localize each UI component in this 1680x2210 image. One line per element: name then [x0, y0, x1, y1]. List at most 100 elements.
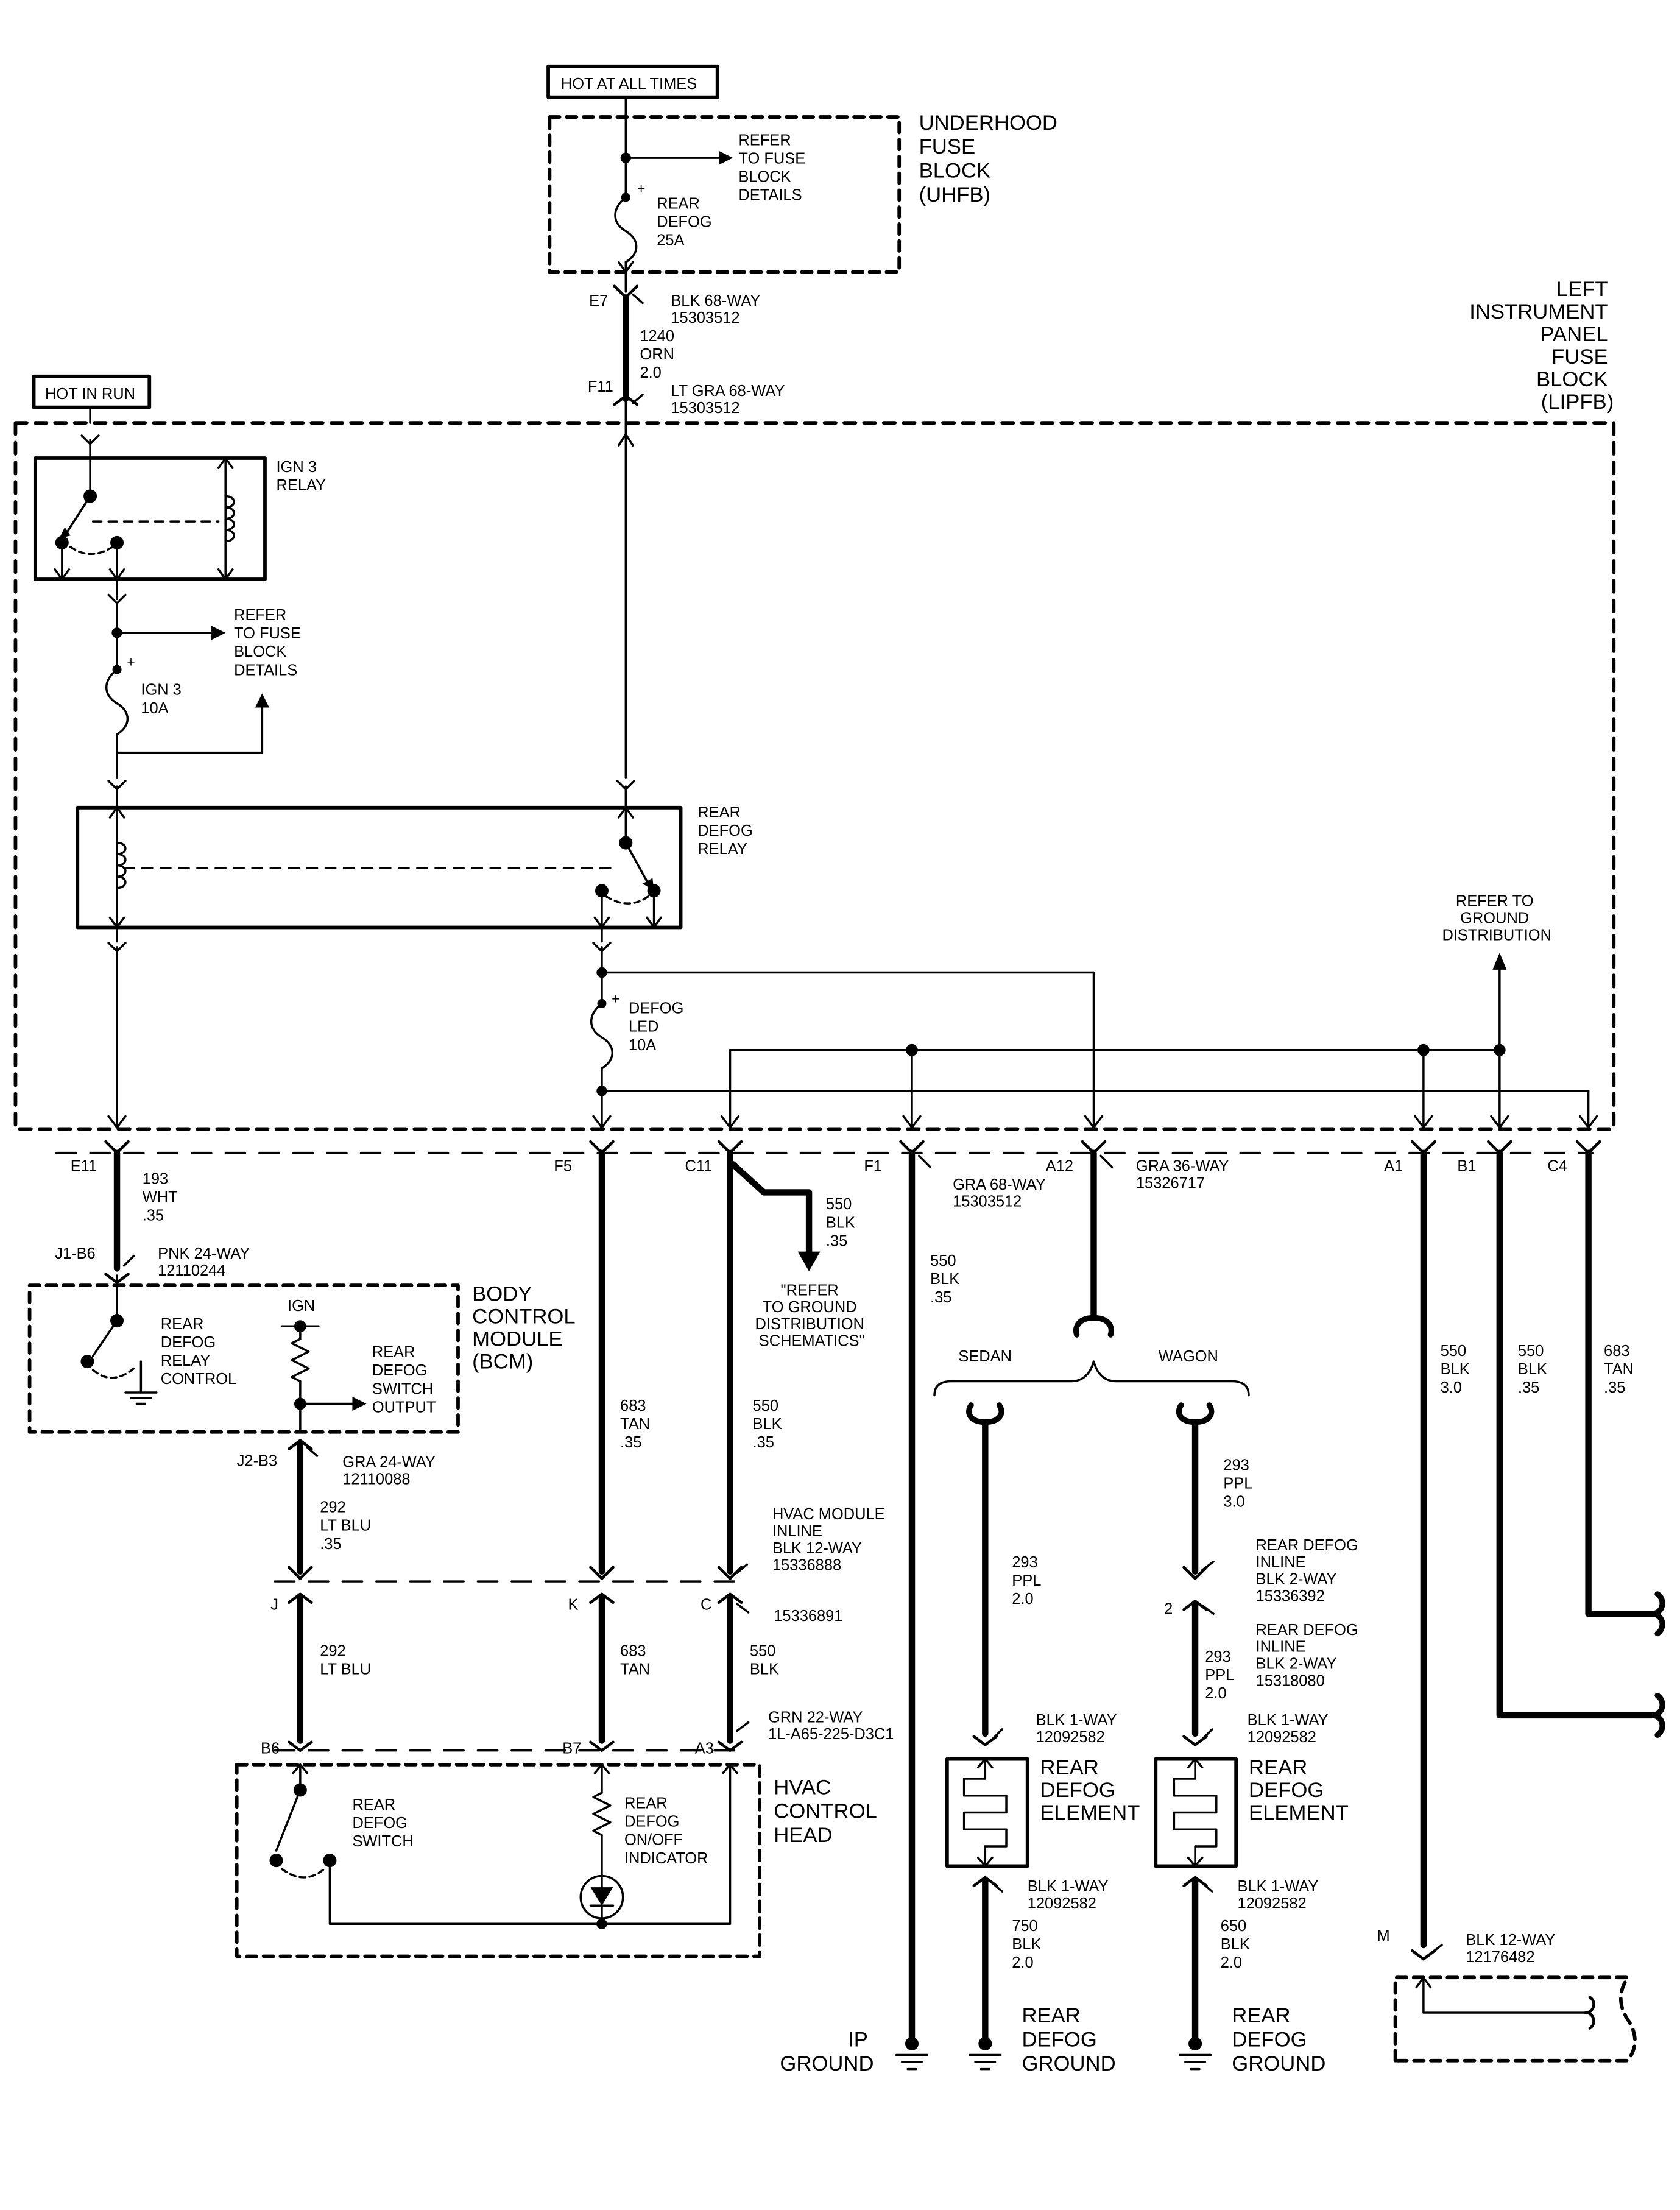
wire-550-b1-label: 550 BLK .35	[1518, 1343, 1551, 1396]
wire-1240-label: 1240 ORN 2.0	[640, 328, 679, 381]
connector-k: K	[568, 1596, 578, 1613]
wire-292-top-label: 292 LT BLU .35	[320, 1499, 375, 1553]
wire-292-bot-label: 292 LT BLU	[320, 1643, 371, 1678]
hot-at-all-times-label: HOT AT ALL TIMES	[561, 76, 697, 93]
hvac-indicator-label: REAR DEFOG ON/OFF INDICATOR	[624, 1795, 708, 1867]
sedan-ground-symbol	[969, 2036, 1002, 2071]
ign3-relay-label: IGN 3 RELAY	[276, 459, 326, 494]
defog-led-fuse-label: DEFOG LED 10A	[629, 1000, 688, 1054]
wire-683-c4-label: 683 TAN .35	[1604, 1343, 1638, 1396]
hot-at-all-times-box	[546, 64, 719, 99]
lipfb-box	[13, 421, 1616, 1131]
wagon-ground-label: REAR DEFOG GROUND	[1232, 2004, 1325, 2075]
rear-defog-relay-label: REAR DEFOG RELAY	[697, 804, 757, 858]
connector-b6: B6	[261, 1740, 280, 1757]
sedan-wagon-brace	[933, 1360, 1250, 1397]
ip-ground-symbol	[895, 2036, 929, 2071]
hvac-switch-label: REAR DEFOG SWITCH	[352, 1796, 413, 1850]
connector-c11: C11	[685, 1158, 712, 1175]
wire-683-bot-label: 683 TAN	[620, 1643, 651, 1678]
uhfb-fuse-plus: +	[637, 180, 646, 196]
ign3-relay	[33, 456, 267, 581]
option-wagon: WAGON	[1159, 1348, 1218, 1365]
bcm-box	[27, 1283, 460, 1434]
hot-in-run-label: HOT IN RUN	[45, 386, 135, 403]
wire-750-label: 750 BLK 2.0	[1012, 1918, 1045, 1971]
rear-defog-schematic: HOT AT ALL TIMES HOT IN RUN + REFER TO F…	[13, 64, 1665, 2075]
bcm-relay-control-label: REAR DEFOG RELAY CONTROL	[161, 1316, 236, 1388]
rear-defog-relay	[76, 805, 683, 930]
wire-650-label: 650 BLK 2.0	[1221, 1918, 1254, 1971]
uhfb-box	[548, 115, 902, 274]
connector-f11-desc: LT GRA 68-WAY 15303512	[671, 383, 789, 417]
uhfb-refer-label: REFER TO FUSE BLOCK DETAILS	[738, 132, 810, 203]
uhfb-title: UNDERHOOD FUSE BLOCK (UHFB)	[919, 111, 1064, 207]
wire-550-branch	[729, 1160, 813, 1261]
connector-wagon-top: BLK 1-WAY 12092582	[1248, 1712, 1333, 1746]
connector-c-desc: 15336891	[774, 1608, 842, 1625]
wire-293-sedan-label: 293 PPL 2.0	[1012, 1554, 1045, 1608]
connector-j1b6: J1-B6	[55, 1245, 95, 1262]
hvac-control-head-box	[235, 1762, 762, 1958]
sedan-defog-element	[945, 1757, 1029, 1868]
connector-c: C	[701, 1596, 711, 1613]
connector-j1b6-desc: PNK 24-WAY 12110244	[158, 1245, 254, 1279]
wire-193-label: 193 WHT .35	[143, 1171, 182, 1224]
connector-e7: E7	[589, 292, 608, 309]
hvac-title: HVAC CONTROL HEAD	[774, 1776, 883, 1847]
wire-550-branch-label: 550 BLK .35	[826, 1196, 859, 1249]
wire-550-c11-label: 550 BLK .35	[753, 1397, 786, 1451]
wagon-element-label: REAR DEFOG ELEMENT	[1249, 1756, 1349, 1824]
sedan-ground-label: REAR DEFOG GROUND	[1022, 2004, 1115, 2075]
svg-text:+: +	[127, 654, 135, 669]
connector-b7: B7	[562, 1740, 581, 1757]
wire-550-b1	[1496, 1149, 1655, 1719]
connector-wagon-inline1: REAR DEFOG INLINE BLK 2-WAY 15336392	[1256, 1537, 1363, 1605]
connector-j: J	[270, 1596, 278, 1613]
connector-j2b3-desc: GRA 24-WAY 12110088	[342, 1454, 440, 1488]
option-sedan: SEDAN	[958, 1348, 1012, 1365]
refer-ground-distribution-label: REFER TO GROUND DISTRIBUTION	[1442, 893, 1551, 944]
bcm-title: BODY CONTROL MODULE (BCM)	[472, 1283, 581, 1374]
connector-m-box	[1393, 1975, 1637, 2063]
connector-e7-desc: BLK 68-WAY 15303512	[671, 292, 764, 327]
connector-b1: B1	[1457, 1158, 1476, 1175]
wagon-ground-symbol	[1178, 2036, 1212, 2071]
connector-a12: A12	[1046, 1158, 1073, 1175]
connector-hvac-inline: HVAC MODULE INLINE BLK 12-WAY 15336888	[772, 1506, 889, 1573]
lipfb-connector-pins	[104, 1140, 1601, 1154]
bcm-switch-output-label: REAR DEFOG SWITCH OUTPUT	[372, 1344, 437, 1416]
refer-ground-schematics-label: "REFER TO GROUND DISTRIBUTION SCHEMATICS…	[755, 1282, 869, 1349]
sedan-element-label: REAR DEFOG ELEMENT	[1040, 1756, 1140, 1824]
connector-a3-desc: GRN 22-WAY 1L-A65-225-D3C1	[768, 1709, 894, 1743]
wire-683-c4	[1585, 1149, 1655, 1617]
wire-550-bot-label: 550 BLK	[750, 1643, 780, 1678]
connector-f5: F5	[554, 1158, 572, 1175]
connector-m-desc: BLK 12-WAY 12176482	[1466, 1932, 1559, 1966]
connector-j2b3: J2-B3	[237, 1452, 277, 1469]
ign3-fuse-label: IGN 3 10A	[141, 682, 186, 717]
connector-sedan-top: BLK 1-WAY 12092582	[1036, 1712, 1121, 1746]
connector-m: M	[1377, 1927, 1390, 1944]
connector-f1: F1	[864, 1158, 882, 1175]
connector-sedan-bot: BLK 1-WAY 12092582	[1028, 1878, 1113, 1912]
ip-ground-label: IP GROUND	[780, 2028, 874, 2075]
wire-550-f1-label: 550 BLK .35	[930, 1252, 964, 1306]
wire-293-wagon-mid-label: 293 PPL 2.0	[1205, 1648, 1238, 1702]
connector-wagon-bot: BLK 1-WAY 12092582	[1237, 1878, 1322, 1912]
connector-wagon-pin: 2	[1164, 1600, 1173, 1617]
connector-wagon-inline2: REAR DEFOG INLINE BLK 2-WAY 15318080	[1256, 1622, 1363, 1689]
hot-in-run-box	[32, 374, 152, 409]
lipfb-title: LEFT INSTRUMENT PANEL FUSE BLOCK (LIPFB)	[1469, 278, 1614, 414]
wire-550-a1-label: 550 BLK 3.0	[1441, 1343, 1474, 1396]
wire-683-top-label: 683 TAN .35	[620, 1397, 654, 1451]
wire-293-wagon-top-label: 293 PPL 3.0	[1223, 1456, 1257, 1510]
uhfb-fuse-label: REAR DEFOG 25A	[657, 195, 716, 249]
connector-a12-desc: GRA 36-WAY 15326717	[1136, 1158, 1234, 1192]
bcm-ign-label: IGN	[288, 1297, 315, 1315]
connector-f11: F11	[588, 378, 613, 395]
connector-a3: A3	[695, 1740, 714, 1757]
connector-e11: E11	[71, 1158, 97, 1175]
connector-a1: A1	[1384, 1158, 1403, 1175]
connector-f1-desc: GRA 68-WAY 15303512	[953, 1176, 1050, 1210]
